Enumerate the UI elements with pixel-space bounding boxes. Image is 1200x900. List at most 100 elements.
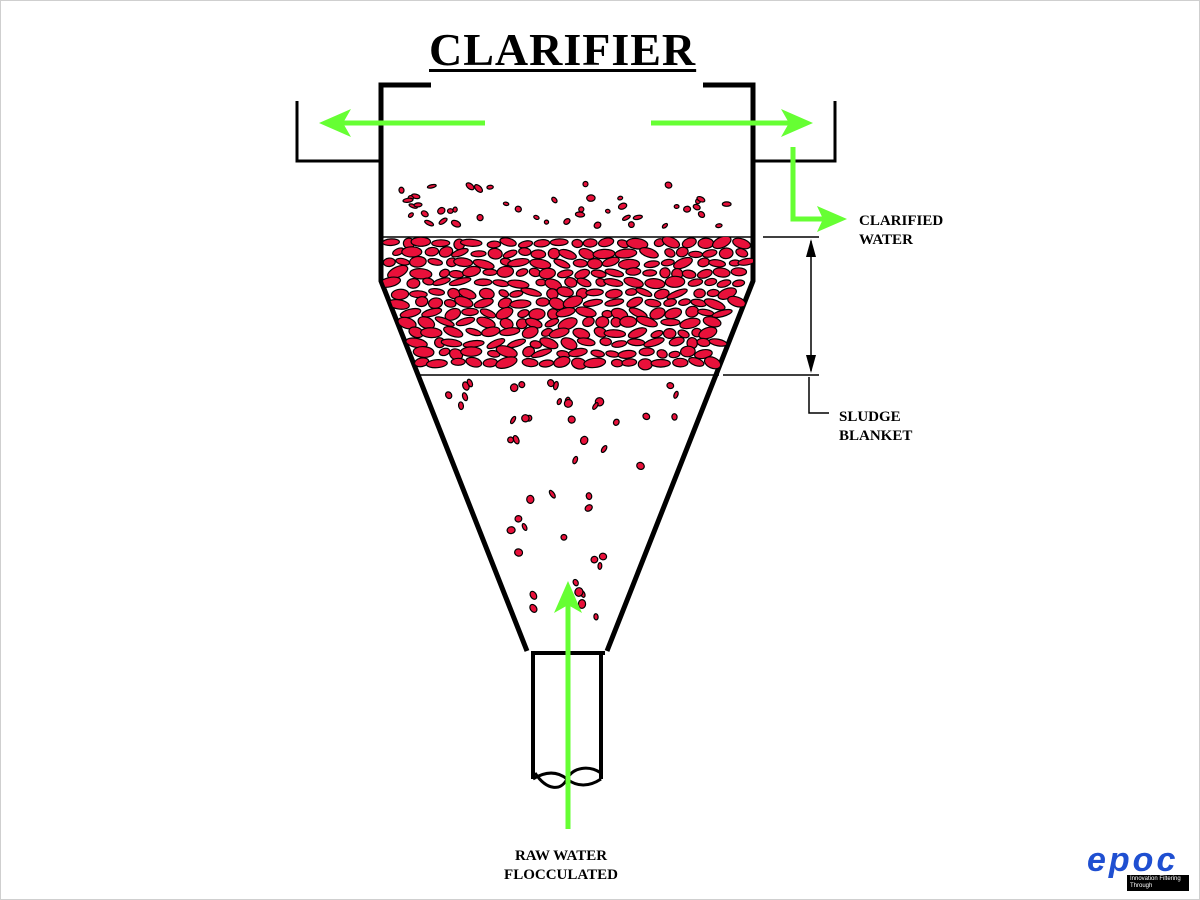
floc-particle <box>434 316 455 327</box>
floc-particle <box>712 237 732 250</box>
floc-particle <box>583 357 607 369</box>
floc-particle <box>627 221 635 229</box>
floc-particle <box>660 318 681 327</box>
tank-right-wall <box>604 82 756 652</box>
floc-particle <box>639 247 659 259</box>
floc-particle <box>549 238 569 247</box>
overflow-right-arrow <box>651 109 813 137</box>
floc-particle <box>643 337 665 348</box>
sludge-blanket-label: SLUDGE BLANKET <box>839 408 912 446</box>
floc-particle <box>586 257 603 270</box>
floc-particle <box>642 412 651 421</box>
floc-particle <box>383 238 400 247</box>
left-trough <box>295 101 381 163</box>
floc-particle <box>697 237 715 250</box>
floc-particle <box>584 504 593 512</box>
floc-particle <box>735 247 749 258</box>
floc-particle <box>604 298 625 307</box>
floc-particle <box>585 492 593 501</box>
floc-particle <box>653 288 670 300</box>
floc-particle <box>555 306 576 318</box>
floc-particle <box>637 358 653 371</box>
floc-particle <box>643 260 660 269</box>
floc-particle <box>548 327 570 339</box>
floc-particle <box>611 340 628 348</box>
floc-particle <box>520 287 542 297</box>
floc-particle <box>387 264 409 280</box>
floc-particle <box>506 526 516 535</box>
floc-particle <box>538 359 555 368</box>
floc-particle <box>679 317 701 330</box>
floc-particle <box>661 222 669 229</box>
floc-particle <box>424 219 435 227</box>
floc-particle <box>721 201 732 207</box>
floc-particle <box>560 533 568 541</box>
floc-particle <box>675 246 689 258</box>
floc-particle <box>605 288 623 299</box>
sludge-blanket-label-line2: BLANKET <box>839 428 913 444</box>
floc-particle <box>530 348 553 359</box>
floc-particle <box>517 309 530 319</box>
floc-particle <box>465 182 475 191</box>
floc-particle <box>526 494 535 504</box>
floc-particle <box>574 211 586 218</box>
floc-particle <box>448 269 465 279</box>
floc-particle <box>625 267 642 276</box>
floc-particle <box>708 338 728 347</box>
floc-particle <box>603 278 624 287</box>
floc-particle <box>514 548 524 557</box>
floc-particle <box>582 180 589 188</box>
floc-particle <box>590 555 599 564</box>
floc-particle <box>582 316 595 328</box>
floc-particle <box>604 208 611 214</box>
floc-particle <box>632 214 643 221</box>
floc-particle <box>415 296 429 308</box>
floc-particle <box>539 337 559 350</box>
floc-particle <box>567 415 576 424</box>
floc-particle <box>650 329 664 339</box>
floc-particle <box>410 237 432 247</box>
floc-particles-upper <box>398 180 732 229</box>
floc-particle <box>590 349 606 358</box>
floc-particle <box>473 184 484 193</box>
floc-particle <box>577 599 587 609</box>
floc-particle <box>704 277 718 287</box>
floc-particle <box>556 286 574 298</box>
floc-particle <box>486 184 494 190</box>
floc-particle <box>547 379 555 388</box>
floc-particle <box>666 288 688 300</box>
floc-particle <box>687 278 704 287</box>
floc-particle <box>656 349 668 359</box>
flow-arrows <box>319 109 847 829</box>
floc-particle <box>428 287 446 296</box>
floc-particle <box>547 247 561 260</box>
floc-particle <box>383 276 402 288</box>
floc-particle <box>575 306 597 318</box>
floc-particle <box>623 276 644 288</box>
floc-particle <box>603 329 627 339</box>
floc-particle <box>509 299 532 309</box>
floc-particle <box>553 258 571 269</box>
floc-particle <box>431 239 451 248</box>
floc-particle <box>582 238 598 248</box>
floc-particle <box>644 278 666 290</box>
floc-particle <box>617 195 624 201</box>
floc-particle <box>571 238 584 249</box>
floc-particle <box>453 257 474 268</box>
floc-particle <box>660 258 675 267</box>
floc-particle <box>732 279 746 288</box>
floc-particle <box>718 247 734 260</box>
floc-particle <box>535 297 550 307</box>
floc-particle <box>553 355 571 368</box>
floc-particle <box>495 356 518 369</box>
floc-particle <box>694 348 713 360</box>
floc-particle <box>576 277 592 288</box>
floc-particle <box>443 299 457 308</box>
floc-particle <box>715 223 723 229</box>
floc-particle <box>593 221 602 229</box>
floc-particle <box>701 249 718 258</box>
floc-particle <box>593 613 599 621</box>
floc-particle <box>420 210 429 218</box>
floc-particle <box>455 316 476 327</box>
